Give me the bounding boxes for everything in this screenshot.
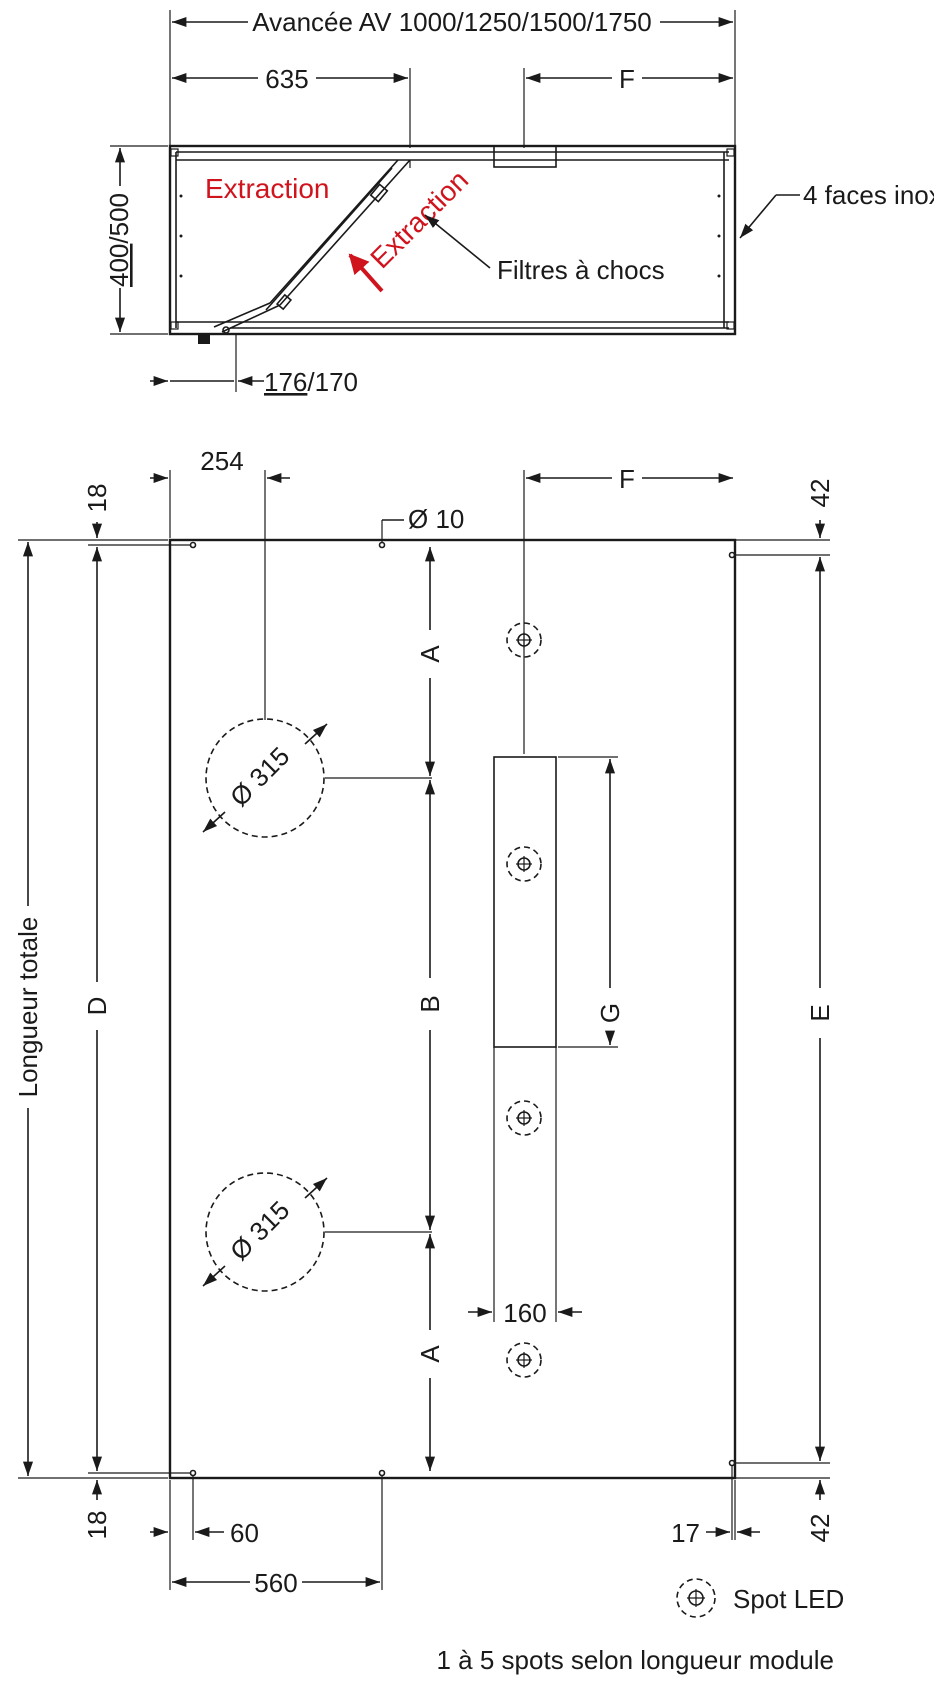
fixing-hole xyxy=(728,1459,736,1467)
duct-spigot-top: Ø 315 xyxy=(202,718,328,838)
dim-18-bottom: 18 xyxy=(82,1511,112,1540)
spot-led-label: Spot LED xyxy=(733,1584,844,1614)
fixing-hole xyxy=(378,541,386,549)
plan-view: Ø 10 18 254 F 42 Longueur totale D xyxy=(13,446,835,1598)
dim-42-top: 42 xyxy=(805,479,835,508)
baffle-filter xyxy=(213,159,411,334)
fixing-hole xyxy=(378,1469,386,1477)
legend: Spot LED 1 à 5 spots selon longueur modu… xyxy=(437,1578,844,1675)
dim-160: 160 xyxy=(503,1298,546,1328)
led-light-strip xyxy=(493,756,557,1048)
height-500: /500 xyxy=(104,193,134,244)
dim-g: G xyxy=(595,1003,625,1023)
dim-f-top: F xyxy=(619,64,635,94)
diameter-label-bottom: Ø 315 xyxy=(224,1195,295,1266)
led-spot xyxy=(506,1100,542,1136)
width-label: Avancée AV 1000/1250/1500/1750 xyxy=(252,7,652,37)
dim-254: 254 xyxy=(200,446,243,476)
hood-plan-outline xyxy=(168,538,737,1480)
length-total-label: Longueur totale xyxy=(13,917,43,1098)
dim-a-top: A xyxy=(415,645,445,663)
duct-spigot-bottom: Ø 315 xyxy=(202,1172,328,1292)
fixing-hole xyxy=(189,1469,197,1477)
dim-560: 560 xyxy=(254,1568,297,1598)
hole-diameter-label: Ø 10 xyxy=(408,504,464,534)
fixing-hole xyxy=(728,551,736,559)
section-view: Avancée AV 1000/1250/1500/1750 635 F xyxy=(104,7,934,397)
svg-text:176/170: 176/170 xyxy=(264,367,358,397)
hood-outline xyxy=(168,144,737,336)
airflow-arrow xyxy=(348,253,384,293)
svg-text:400/500: 400/500 xyxy=(104,193,134,287)
dim-f-plan: F xyxy=(619,464,635,494)
fixing-hole xyxy=(189,541,197,549)
drain-plug xyxy=(198,334,210,344)
diameter-label-top: Ø 315 xyxy=(224,741,295,812)
led-spot xyxy=(506,1342,542,1378)
dim-42-bottom: 42 xyxy=(805,1514,835,1543)
height-400: 400 xyxy=(104,244,134,287)
leader-line xyxy=(739,194,777,239)
led-spot xyxy=(506,846,542,882)
led-spot-legend-icon xyxy=(676,1578,716,1618)
dim-635: 635 xyxy=(265,64,308,94)
led-duct xyxy=(493,145,557,168)
faces-label: 4 faces inox xyxy=(803,180,934,210)
leader-line xyxy=(424,214,491,269)
fixing-dots xyxy=(170,148,735,330)
dim-60: 60 xyxy=(230,1518,259,1548)
spots-note: 1 à 5 spots selon longueur module xyxy=(437,1645,835,1675)
dim-170: /170 xyxy=(307,367,358,397)
filters-label: Filtres à chocs xyxy=(497,255,665,285)
dim-18-top: 18 xyxy=(82,484,112,513)
dim-b: B xyxy=(415,995,445,1012)
led-spot xyxy=(506,622,542,658)
dim-a-bottom: A xyxy=(415,1345,445,1363)
dim-176: 176 xyxy=(264,367,307,397)
dim-e: E xyxy=(805,1004,835,1021)
dim-d: D xyxy=(82,997,112,1016)
dim-17: 17 xyxy=(671,1518,700,1548)
extraction-label-left: Extraction xyxy=(205,173,330,204)
